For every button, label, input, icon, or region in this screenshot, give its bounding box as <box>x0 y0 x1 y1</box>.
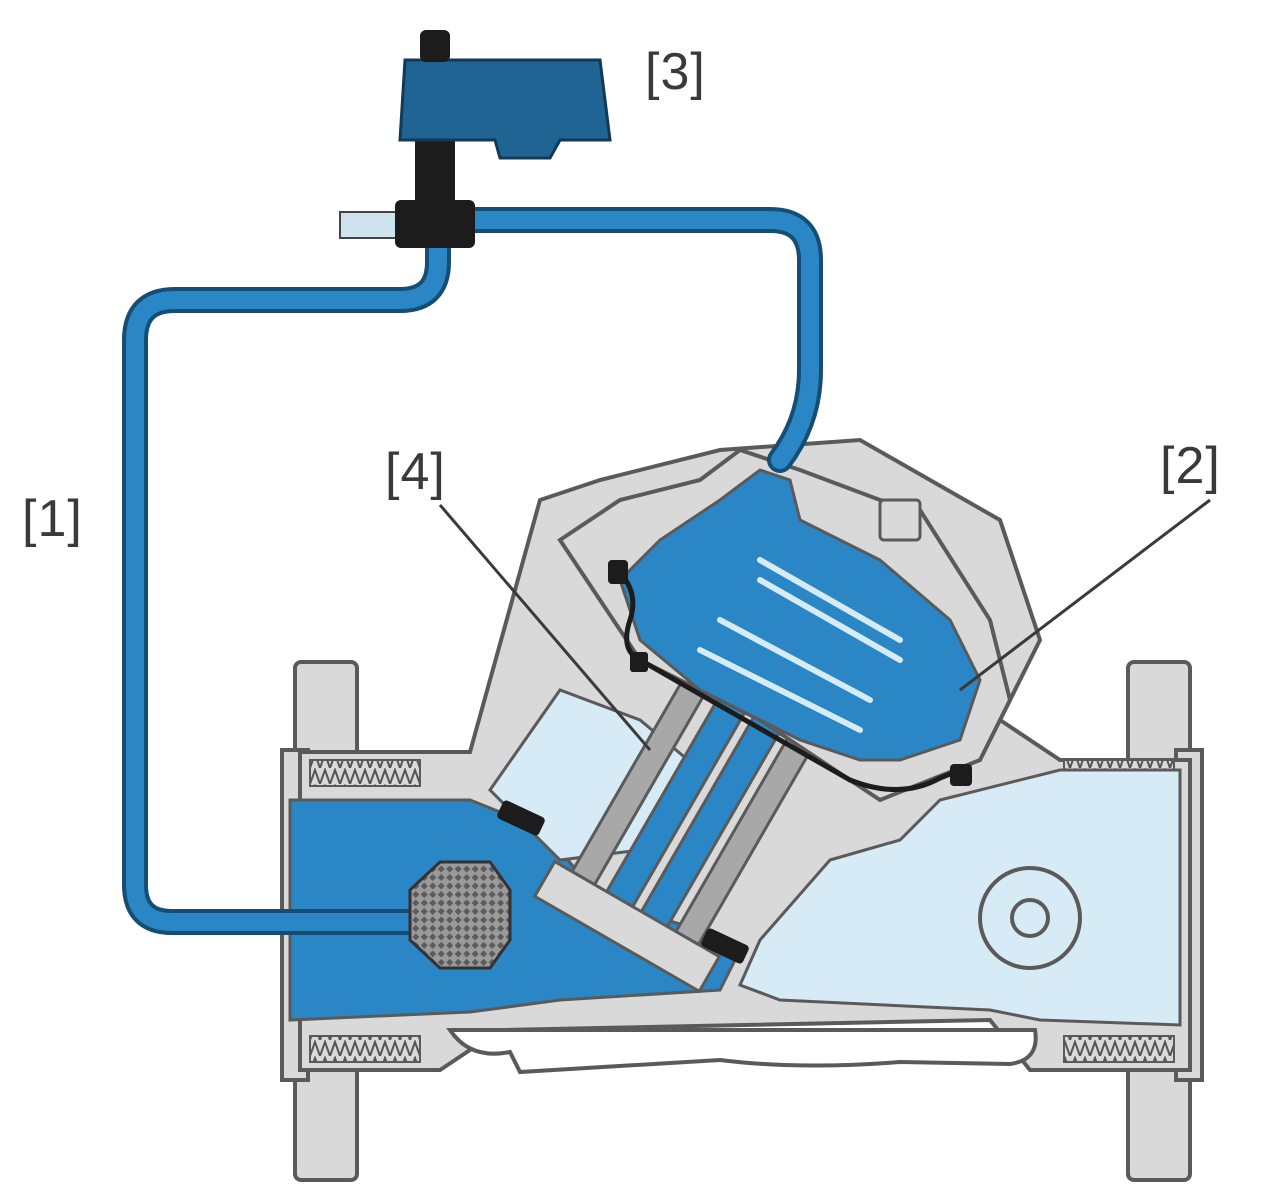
callout-pilot-line: [1] <box>22 490 83 548</box>
spring-coils <box>697 557 903 733</box>
callout-leaders <box>438 498 1211 751</box>
leader-2 <box>959 498 1211 692</box>
seat-seal-lower <box>701 928 749 964</box>
callout-solenoid-actuator: [3] <box>645 43 706 101</box>
seat-seal-upper <box>497 800 545 836</box>
outlet-boss <box>978 866 1082 970</box>
diaphragm-seal-left <box>608 560 628 584</box>
pilot-tube <box>122 207 823 935</box>
diaphragm-seal-inner <box>630 652 648 672</box>
solenoid-valve-icon <box>339 30 612 248</box>
callout-diaphragm-seal: [4] <box>385 443 446 501</box>
callout-control-chamber: [2] <box>1160 437 1221 495</box>
body-bottom-cavity <box>446 1028 1038 1075</box>
diaphragm-seal-right <box>950 764 972 786</box>
leader-4 <box>438 504 652 751</box>
strainer-mesh-icon <box>408 860 512 970</box>
outlet-water-chamber <box>737 768 1182 1027</box>
control-chamber <box>618 468 982 762</box>
valve-stem-assembly <box>532 635 836 994</box>
